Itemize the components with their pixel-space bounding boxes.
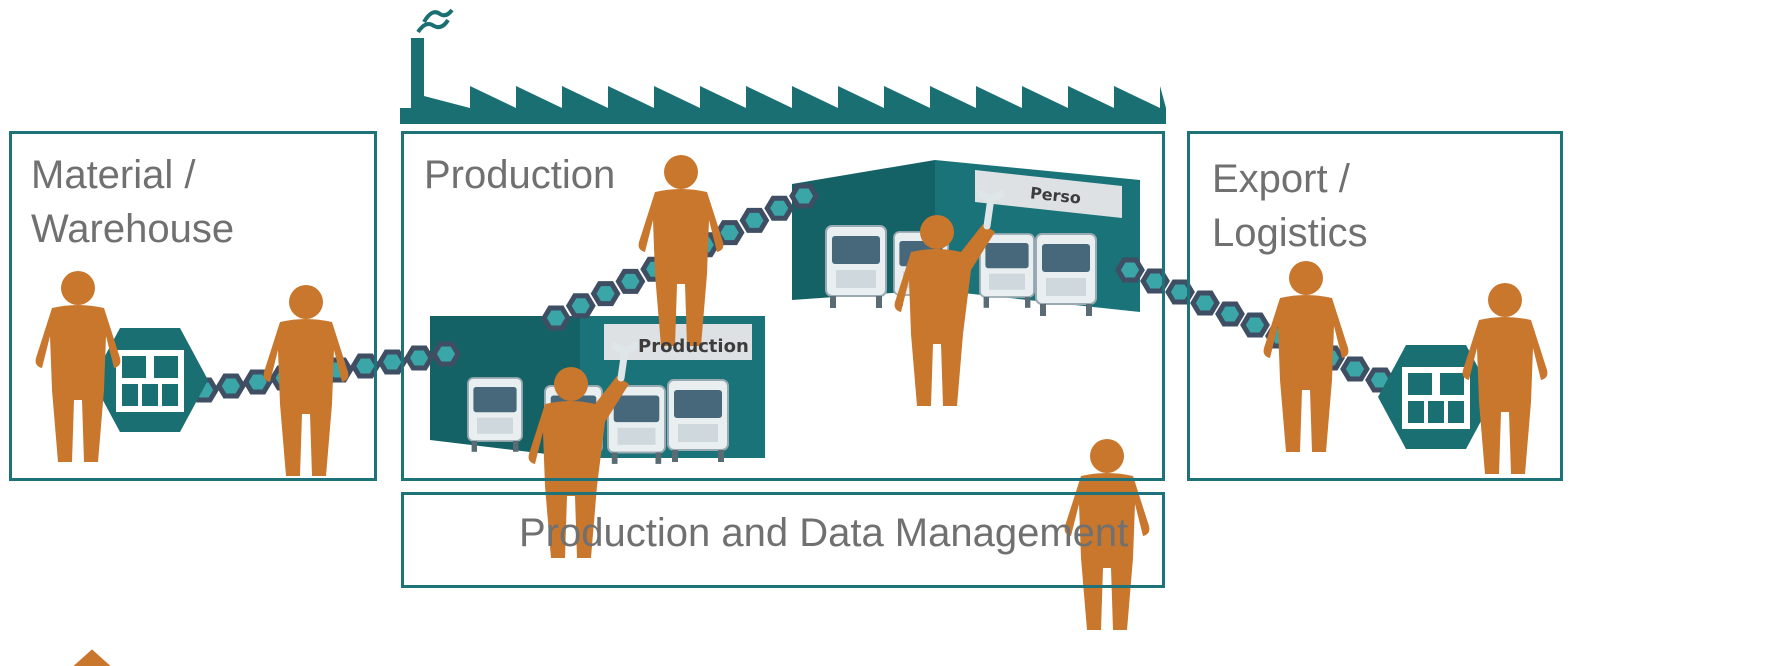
production-label: Production [424, 153, 616, 197]
production-frame [401, 131, 1165, 481]
material-warehouse-label: Material / Warehouse [31, 153, 235, 251]
export-logistics-frame [1187, 131, 1563, 481]
partial-icon [71, 646, 113, 666]
export-logistics-label: Export / Logistics [1212, 157, 1368, 255]
data-management-frame [401, 492, 1165, 588]
shelf-hex-icon [92, 328, 208, 432]
factory-icon [400, 8, 1166, 124]
data-management-label: Production and Data Management [519, 511, 1129, 555]
production-hall-sign: Production [638, 336, 749, 357]
material-warehouse-frame [9, 131, 377, 481]
